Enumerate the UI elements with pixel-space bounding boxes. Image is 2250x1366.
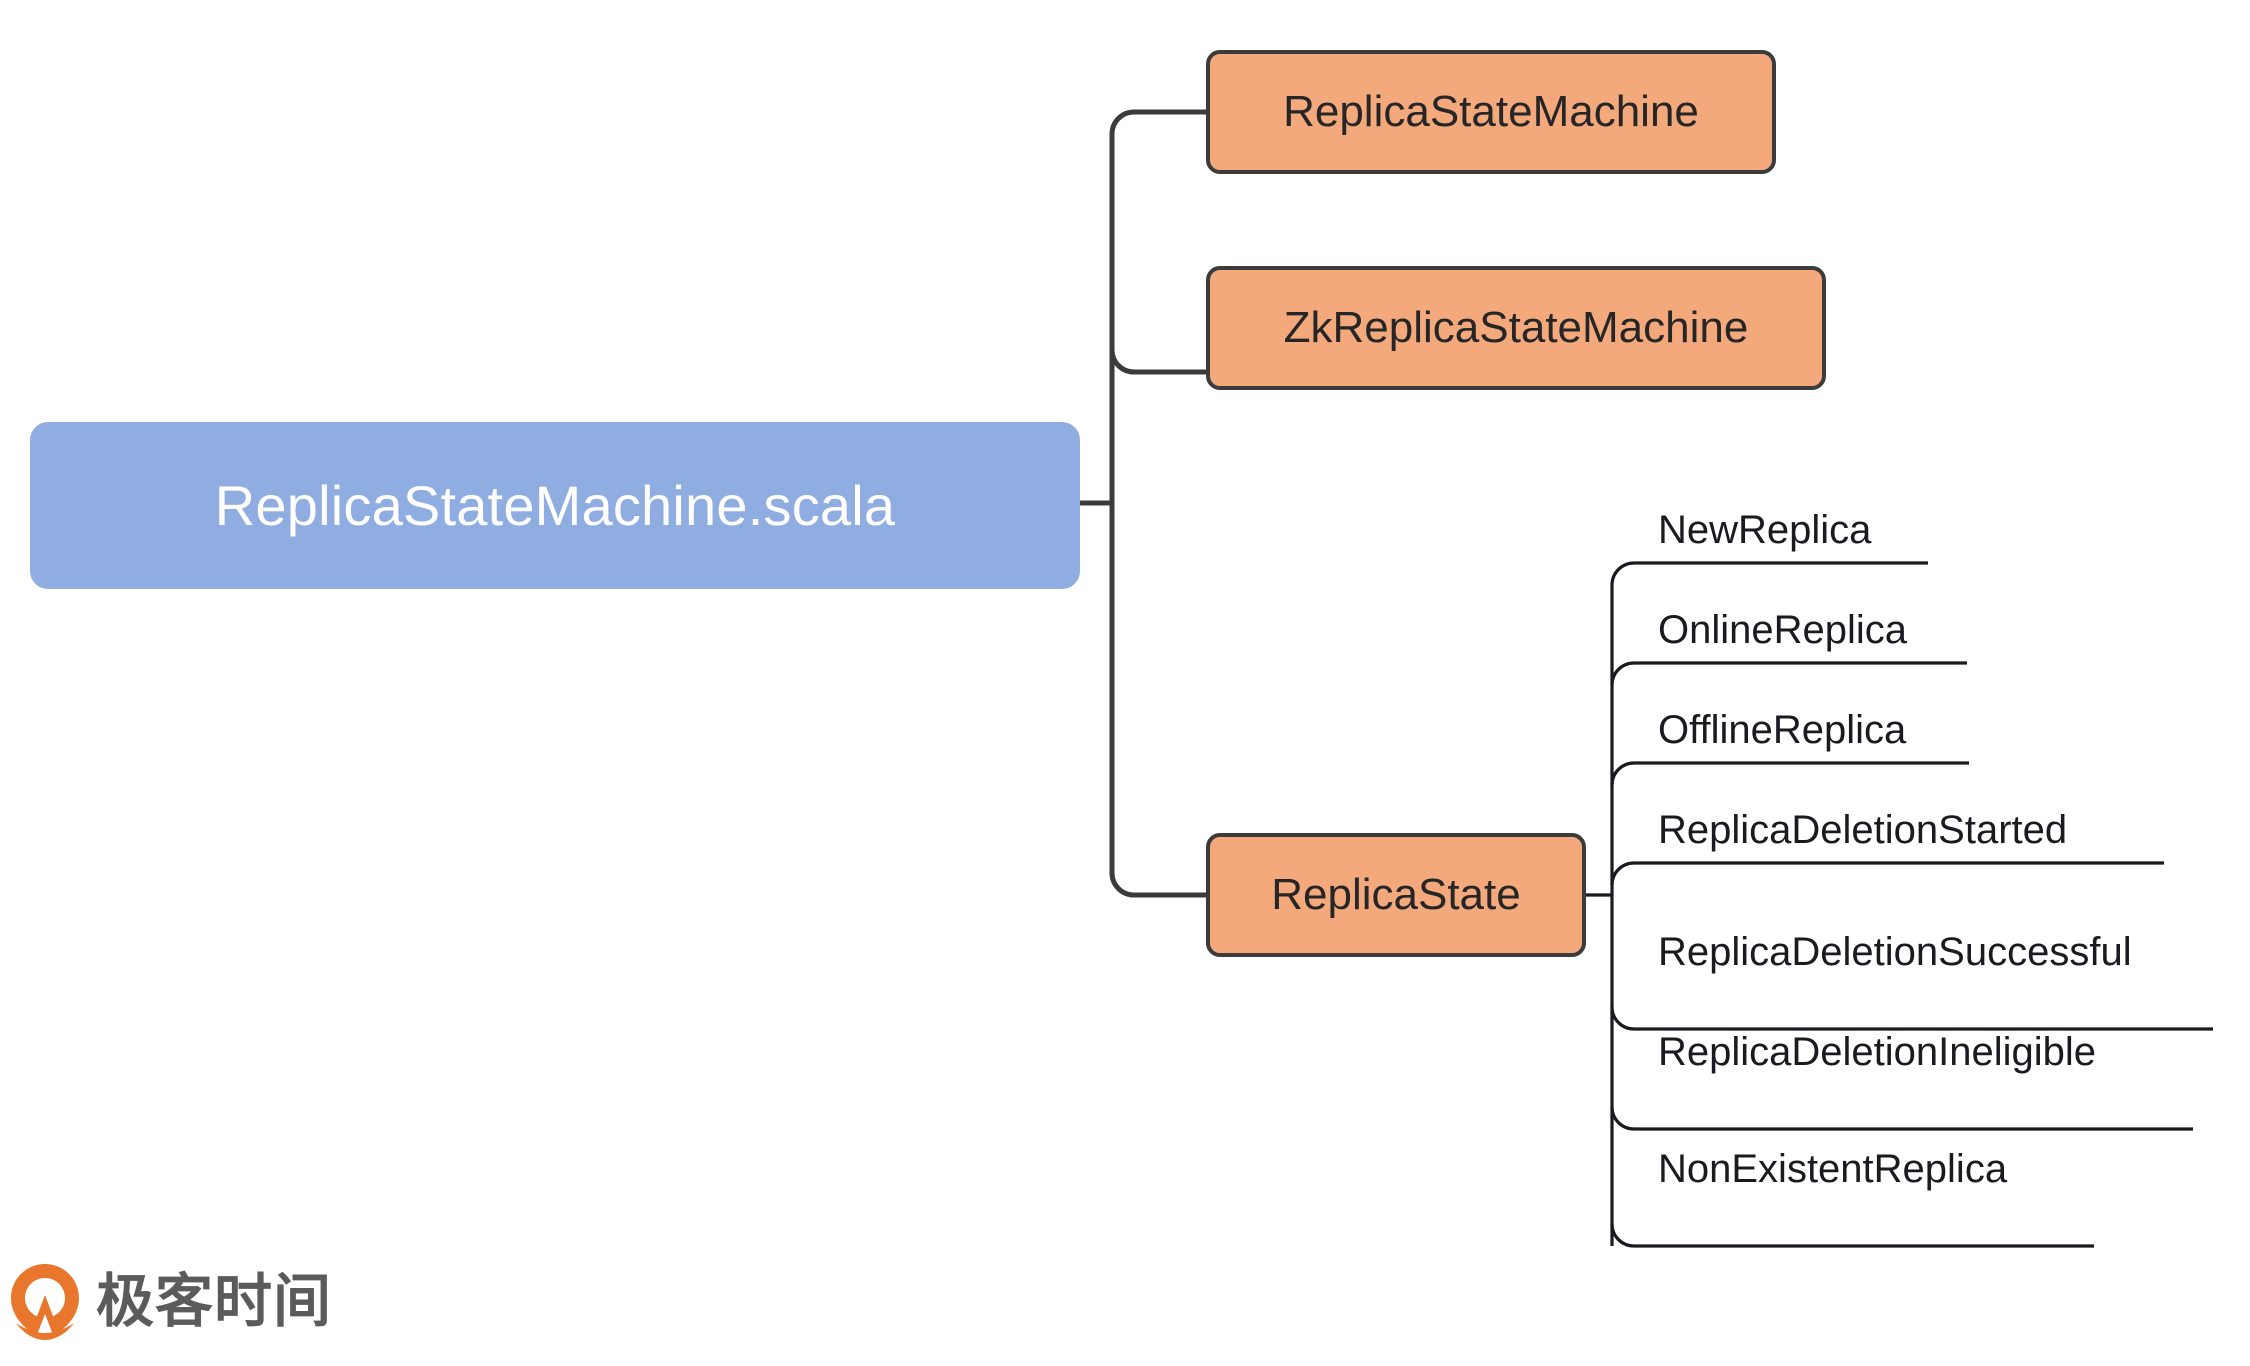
node-branch-label: ReplicaStateMachine bbox=[1283, 87, 1699, 136]
leaf-nonexistentreplica[interactable]: NonExistentReplica bbox=[1658, 1147, 2008, 1191]
node-branch-replicastatemachine[interactable]: ReplicaStateMachine bbox=[1206, 50, 1776, 174]
connector-to-replicastate bbox=[1109, 872, 1206, 898]
leaf-newreplica[interactable]: NewReplica bbox=[1658, 508, 1872, 552]
leaf-branch-replicadeletionineligible bbox=[1610, 1106, 2193, 1131]
leaf-branch-offlinereplica bbox=[1610, 761, 1969, 786]
brand-name: 极客时间 bbox=[96, 1267, 333, 1335]
connector-to-replicastatemachine bbox=[1109, 109, 1206, 135]
node-branch-label: ZkReplicaStateMachine bbox=[1283, 303, 1749, 352]
node-root-replicastatemachine-scala[interactable]: ReplicaStateMachine.scala bbox=[30, 422, 1080, 589]
node-branch-replicastate[interactable]: ReplicaState bbox=[1206, 833, 1586, 957]
geektime-logo-icon bbox=[11, 1264, 79, 1340]
node-root-label: ReplicaStateMachine.scala bbox=[214, 474, 896, 537]
leaf-replicadeletionstarted[interactable]: ReplicaDeletionStarted bbox=[1658, 808, 2068, 852]
leaf-replicadeletionsuccessful[interactable]: ReplicaDeletionSuccessful bbox=[1658, 930, 2132, 974]
brand-logo: 极客时间 bbox=[8, 1262, 332, 1340]
connector-to-zkreplicastatemachine bbox=[1109, 349, 1206, 375]
leaf-onlinereplica[interactable]: OnlineReplica bbox=[1658, 608, 1908, 652]
leaf-branch-replicadeletionsuccessful bbox=[1610, 1006, 2213, 1031]
leaf-branch-newreplica bbox=[1610, 561, 1928, 586]
leaf-branch-onlinereplica bbox=[1610, 661, 1967, 686]
leaf-replicadeletionineligible[interactable]: ReplicaDeletionIneligible bbox=[1658, 1030, 2097, 1074]
leaf-branch-nonexistentreplica bbox=[1610, 1223, 2094, 1248]
leaf-offlinereplica[interactable]: OfflineReplica bbox=[1658, 708, 1907, 752]
leaf-branch-replicadeletionstarted bbox=[1610, 861, 2164, 886]
node-branch-zkreplicastatemachine[interactable]: ZkReplicaStateMachine bbox=[1206, 266, 1826, 390]
node-branch-label: ReplicaState bbox=[1271, 870, 1521, 919]
